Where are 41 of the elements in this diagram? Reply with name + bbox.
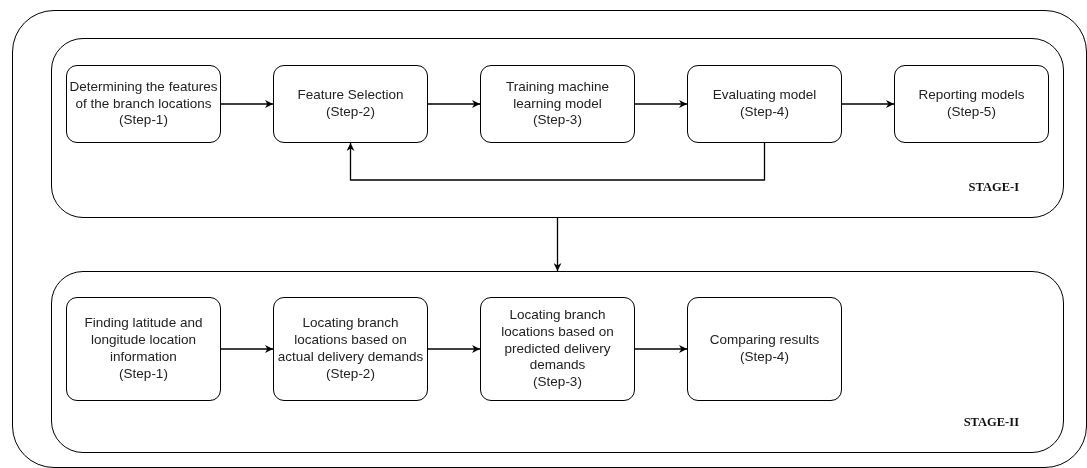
arrow	[427, 345, 481, 353]
arrow	[553, 217, 562, 272]
step-title: Locating branch locations based on actual delivery demands	[276, 315, 425, 366]
step-title: Evaluating model	[712, 87, 817, 104]
arrow	[220, 345, 274, 353]
process-box	[687, 65, 842, 143]
step-number: (Step-1)	[119, 112, 168, 130]
step-title: Comparing results	[709, 332, 820, 349]
step-number: (Step-3)	[533, 374, 582, 392]
step-title: Locating branch locations based on predicted delivery demands	[500, 306, 615, 375]
process-box	[66, 297, 221, 401]
step-title: Finding latitude and longitude location information	[83, 315, 204, 366]
process-box	[66, 65, 221, 143]
process-box	[273, 297, 428, 401]
process-box	[273, 65, 428, 143]
process-box	[687, 297, 842, 401]
step-number: (Step-2)	[326, 104, 375, 121]
process-box	[480, 297, 635, 401]
step-title: Feature Selection	[297, 87, 404, 104]
arrow	[220, 100, 274, 108]
stage-panel	[51, 38, 1064, 218]
arrow	[427, 100, 481, 108]
process-box	[480, 65, 635, 143]
step-title: Training machine learning model	[504, 78, 611, 113]
stage-label: STAGE-II	[963, 415, 1019, 430]
stage-panel	[51, 271, 1064, 453]
step-number: (Step-4)	[740, 349, 789, 366]
step-number: (Step-5)	[947, 104, 996, 121]
stage-label: STAGE-I	[968, 180, 1019, 195]
process-box	[894, 65, 1049, 143]
step-title: Reporting models	[918, 87, 1025, 104]
step-number: (Step-4)	[740, 104, 789, 121]
step-title: Determining the features of the branch locations	[69, 78, 218, 113]
step-number: (Step-2)	[326, 365, 375, 383]
step-number: (Step-3)	[533, 112, 582, 130]
arrow	[346, 142, 766, 181]
outer-frame	[12, 10, 1087, 468]
arrow	[634, 345, 688, 353]
arrow	[841, 100, 895, 108]
step-number: (Step-1)	[119, 365, 168, 383]
arrow	[634, 100, 688, 108]
